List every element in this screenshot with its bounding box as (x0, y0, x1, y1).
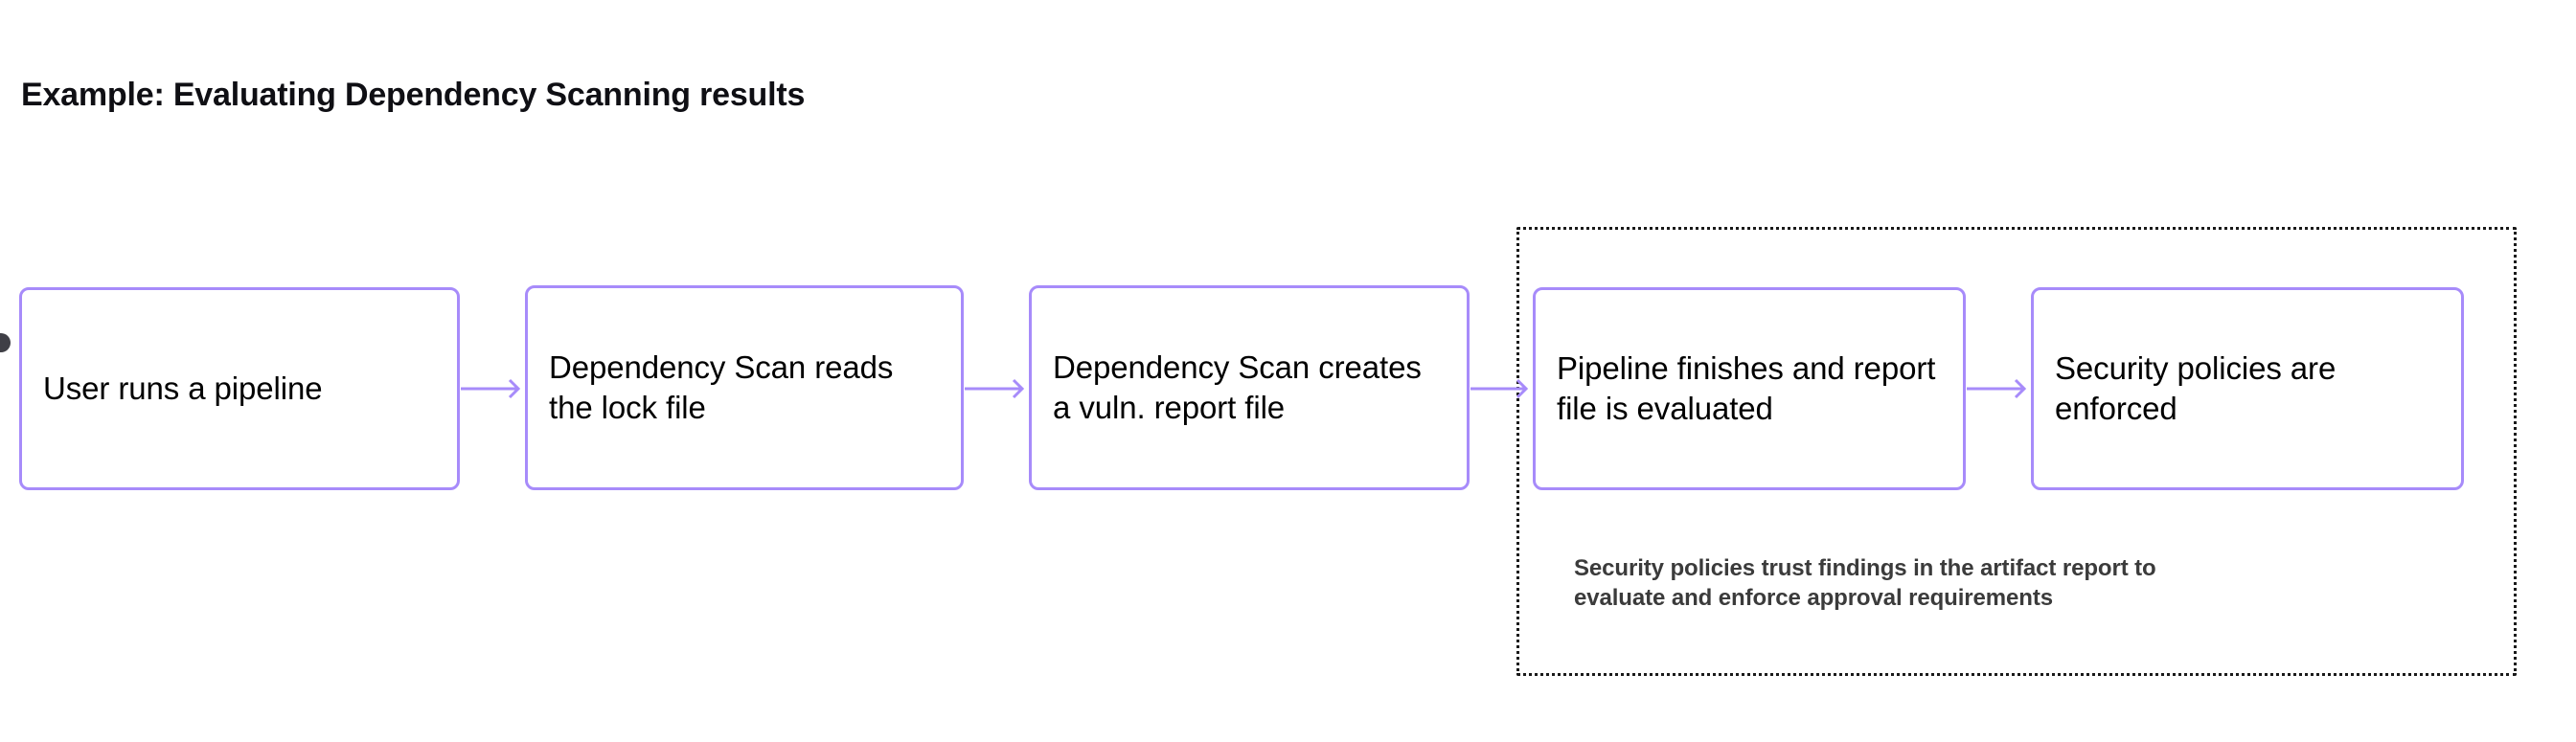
flow-node-label: Security policies are enforced (2055, 350, 2337, 426)
arrow-node4-to-node5 (1967, 376, 2032, 401)
flow-node-dependency-scan-creates-report[interactable]: Dependency Scan creates a vuln. report f… (1029, 285, 1470, 490)
policy-group-caption-line-1: Security policies trust findings in the … (1574, 555, 2156, 581)
flow-node-dependency-scan-reads-lock-file[interactable]: Dependency Scan reads the lock file (525, 285, 964, 490)
page-title: Example: Evaluating Dependency Scanning … (21, 77, 806, 113)
flow-node-label: Dependency Scan reads the lock file (549, 349, 894, 425)
policy-group-container (1516, 227, 2517, 676)
arrow-right-icon (461, 378, 521, 399)
flow-node-user-runs-pipeline[interactable]: User runs a pipeline (19, 287, 460, 490)
policy-group-caption-line-2: evaluate and enforce approval requiremen… (1574, 585, 2053, 611)
arrow-node3-to-node4 (1470, 376, 1534, 401)
policy-group-caption: Security policies trust findings in the … (1574, 553, 2484, 613)
arrow-right-icon (1967, 378, 2027, 399)
arrow-right-icon (965, 378, 1025, 399)
arrow-right-icon (1470, 378, 1529, 399)
flow-node-label: User runs a pipeline (43, 371, 323, 406)
flow-node-pipeline-finishes-report-evaluated[interactable]: Pipeline finishes and report file is eva… (1533, 287, 1966, 490)
flow-node-security-policies-enforced[interactable]: Security policies are enforced (2031, 287, 2464, 490)
connection-handle-left[interactable] (0, 333, 11, 352)
flow-node-label: Pipeline finishes and report file is eva… (1557, 350, 1936, 426)
arrow-node2-to-node3 (965, 376, 1030, 401)
arrow-node1-to-node2 (461, 376, 526, 401)
flow-node-label: Dependency Scan creates a vuln. report f… (1053, 349, 1422, 425)
